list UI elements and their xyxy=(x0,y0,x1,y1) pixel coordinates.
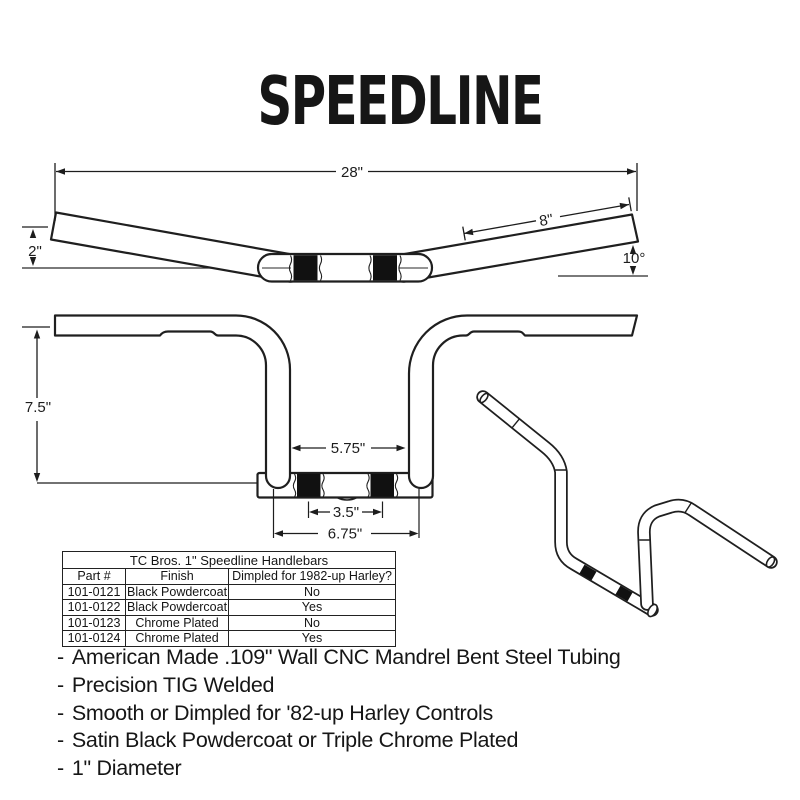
left-riser-outline xyxy=(53,314,292,490)
dim-clamp-center-width-label: 6.75" xyxy=(328,526,363,543)
dim-overall-height: 7.5" xyxy=(22,326,258,484)
dimpled-cell: No xyxy=(228,583,396,600)
finish-cell: Black Powdercoat xyxy=(125,583,229,600)
dim-end-angle: 10° xyxy=(623,245,646,275)
dim-knurl-spacing: 3.5" xyxy=(309,504,382,521)
extension-lines xyxy=(272,489,420,538)
finish-cell: Chrome Plated xyxy=(125,630,229,647)
table-row: 101-0124 Chrome Plated Yes xyxy=(62,630,396,647)
table-row: 101-0123 Chrome Plated No xyxy=(62,614,396,631)
dim-end-rise-label: 2" xyxy=(28,243,42,260)
top-view-drawing: 28" 2" 8" 10° xyxy=(22,163,648,283)
dim-grip-length: 8" xyxy=(462,197,632,241)
spec-table-title: TC Bros. 1" Speedline Handlebars xyxy=(62,551,396,569)
finish-cell: Black Powdercoat xyxy=(125,599,229,616)
feature-item: -1" Diameter xyxy=(57,755,772,783)
feature-text: Precision TIG Welded xyxy=(71,672,275,697)
right-riser-outline xyxy=(407,314,639,490)
feature-item: -American Made .109" Wall CNC Mandrel Be… xyxy=(57,644,772,672)
feature-text: 1" Diameter xyxy=(71,756,182,781)
dimpled-cell: Yes xyxy=(228,630,396,647)
table-row: 101-0121 Black Powdercoat No xyxy=(62,583,396,600)
bullet-dash: - xyxy=(57,700,64,725)
dimpled-cell: No xyxy=(228,614,396,631)
dimpled-cell: Yes xyxy=(228,599,396,616)
dim-knurl-spacing-label: 3.5" xyxy=(333,504,359,521)
feature-item: -Satin Black Powdercoat or Triple Chrome… xyxy=(57,727,772,755)
table-row: 101-0122 Black Powdercoat Yes xyxy=(62,599,396,616)
spec-table: TC Bros. 1" Speedline Handlebars Part # … xyxy=(62,551,396,647)
bullet-dash: - xyxy=(57,645,64,669)
perspective-seam-lines xyxy=(511,418,692,541)
feature-list: -American Made .109" Wall CNC Mandrel Be… xyxy=(57,644,772,783)
feature-text: Satin Black Powdercoat or Triple Chrome … xyxy=(71,728,519,753)
dim-overall-width-label: 28" xyxy=(341,164,363,181)
product-title: SPEEDLINE xyxy=(257,62,544,140)
part-number-cell: 101-0124 xyxy=(62,630,126,647)
finish-cell: Chrome Plated xyxy=(125,614,229,631)
feature-item: -Smooth or Dimpled for '82-up Harley Con… xyxy=(57,700,772,728)
dim-inner-width-label: 5.75" xyxy=(331,440,366,457)
column-header-part: Part # xyxy=(62,568,126,585)
feature-text: Smooth or Dimpled for '82-up Harley Cont… xyxy=(71,700,493,725)
part-number-cell: 101-0123 xyxy=(62,614,126,631)
knurl-bands-top xyxy=(288,255,402,281)
dim-end-rise: 2" xyxy=(22,226,48,266)
perspective-knurl-bands xyxy=(579,564,633,602)
knurl-bands-front xyxy=(292,473,399,501)
perspective-tube-ends xyxy=(479,392,776,618)
feature-item: -Precision TIG Welded xyxy=(57,672,772,700)
dim-grip-length-label: 8" xyxy=(538,211,554,230)
part-number-cell: 101-0122 xyxy=(62,599,126,616)
column-header-finish: Finish xyxy=(125,568,229,585)
feature-text: American Made .109" Wall CNC Mandrel Ben… xyxy=(71,645,621,669)
perspective-tubes xyxy=(476,390,778,617)
column-header-dimpled: Dimpled for 1982-up Harley? xyxy=(228,568,396,585)
bullet-dash: - xyxy=(57,672,64,697)
part-number-cell: 101-0121 xyxy=(62,583,126,600)
bullet-dash: - xyxy=(57,756,64,781)
dim-clamp-center-width: 6.75" xyxy=(274,526,419,543)
bullet-dash: - xyxy=(57,728,64,753)
dim-overall-width: 28" xyxy=(54,163,638,221)
dim-overall-height-label: 7.5" xyxy=(25,399,51,416)
front-view-drawing: 7.5" 5.75" 3.5" xyxy=(22,314,639,543)
dim-end-angle-label: 10° xyxy=(623,250,646,267)
dim-inner-width: 5.75" xyxy=(291,440,406,457)
perspective-view-drawing xyxy=(476,390,778,618)
